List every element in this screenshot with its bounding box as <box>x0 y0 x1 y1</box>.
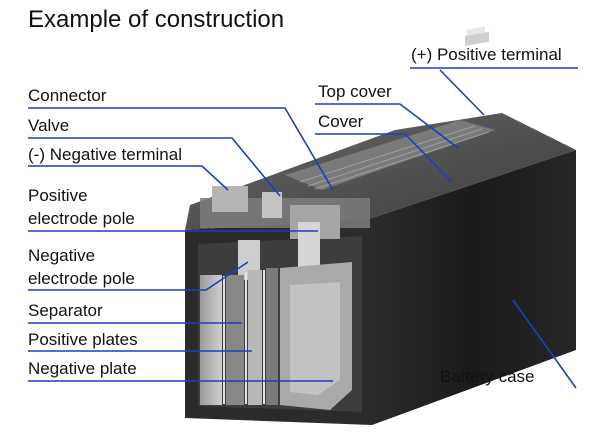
leader-connector <box>28 107 334 191</box>
leader-negative-terminal <box>28 165 229 191</box>
label-valve: Valve <box>28 116 70 135</box>
label-negative-electrode-pole-line1: Negative <box>28 246 96 265</box>
label-cover: Cover <box>318 112 364 131</box>
label-connector: Connector <box>28 86 107 105</box>
label-negative-plate: Negative plate <box>28 359 137 378</box>
label-negative-electrode-pole-line2: electrode pole <box>28 269 135 288</box>
leader-lines <box>28 67 578 389</box>
label-positive-electrode-pole-line2: electrode pole <box>28 209 135 228</box>
leader-valve <box>28 137 281 197</box>
leader-negative-electrode-pole <box>28 261 249 291</box>
battery-top-cover <box>285 120 495 190</box>
label-negative-terminal: (-) Negative terminal <box>28 145 182 164</box>
cutaway-valve <box>262 192 282 218</box>
page-title: Example of construction <box>28 6 285 33</box>
leader-top-cover <box>315 103 459 149</box>
label-positive-plates: Positive plates <box>28 330 138 349</box>
label-positive-terminal: (+) Positive terminal <box>411 45 562 64</box>
positive-electrode-pole-shape <box>298 222 320 270</box>
label-battery-case: Battery case <box>440 367 535 386</box>
label-positive-electrode-pole-line1: Positive <box>28 186 88 205</box>
label-top-cover: Top cover <box>318 82 392 101</box>
leader-battery-case <box>512 299 577 389</box>
top-cover-ridges <box>299 125 490 190</box>
label-separator: Separator <box>28 301 103 320</box>
battery-plates <box>200 262 352 410</box>
positive-terminal-shape <box>465 26 489 47</box>
leader-cover <box>315 133 453 183</box>
battery-case-front <box>372 150 576 425</box>
cutaway-negative-terminal <box>212 186 248 212</box>
leader-positive-terminal-diag <box>439 69 485 116</box>
